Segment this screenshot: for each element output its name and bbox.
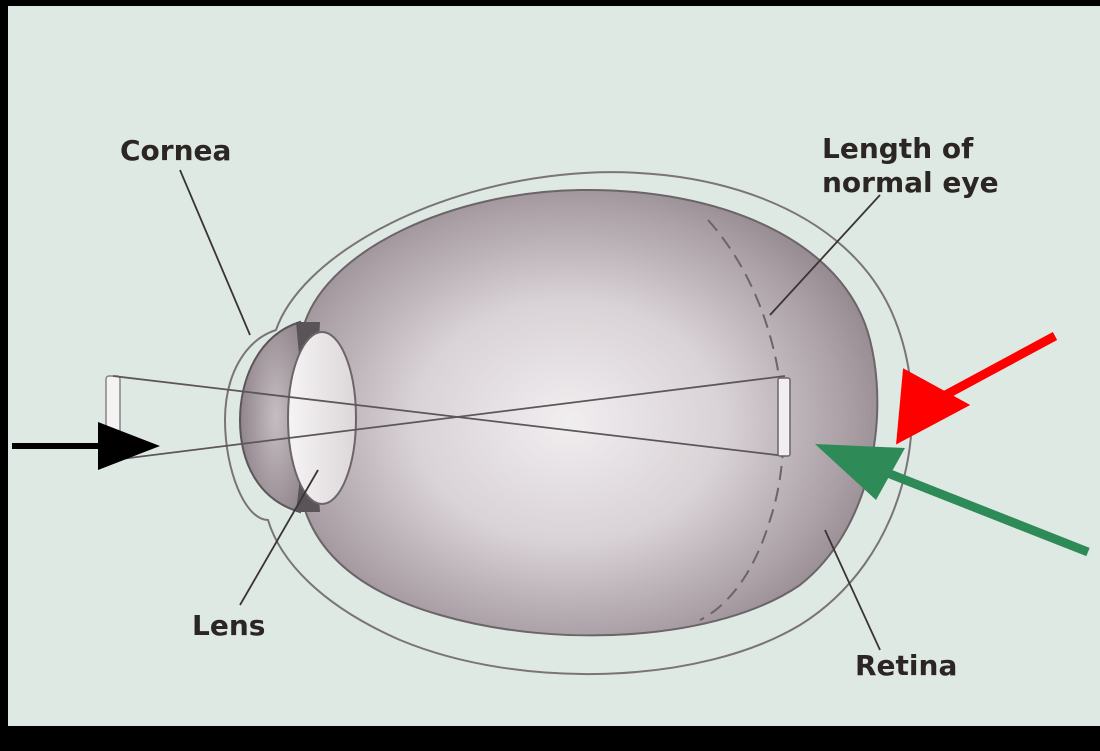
focused-image [778,378,790,456]
length-label-line1: Length of [822,132,974,165]
length-label-line2: normal eye [822,166,999,199]
cornea-label: Cornea [120,134,231,167]
eyeball-globe [305,190,877,635]
lens-label: Lens [192,609,265,642]
crystalline-lens [288,332,356,504]
retina-label: Retina [855,649,957,682]
